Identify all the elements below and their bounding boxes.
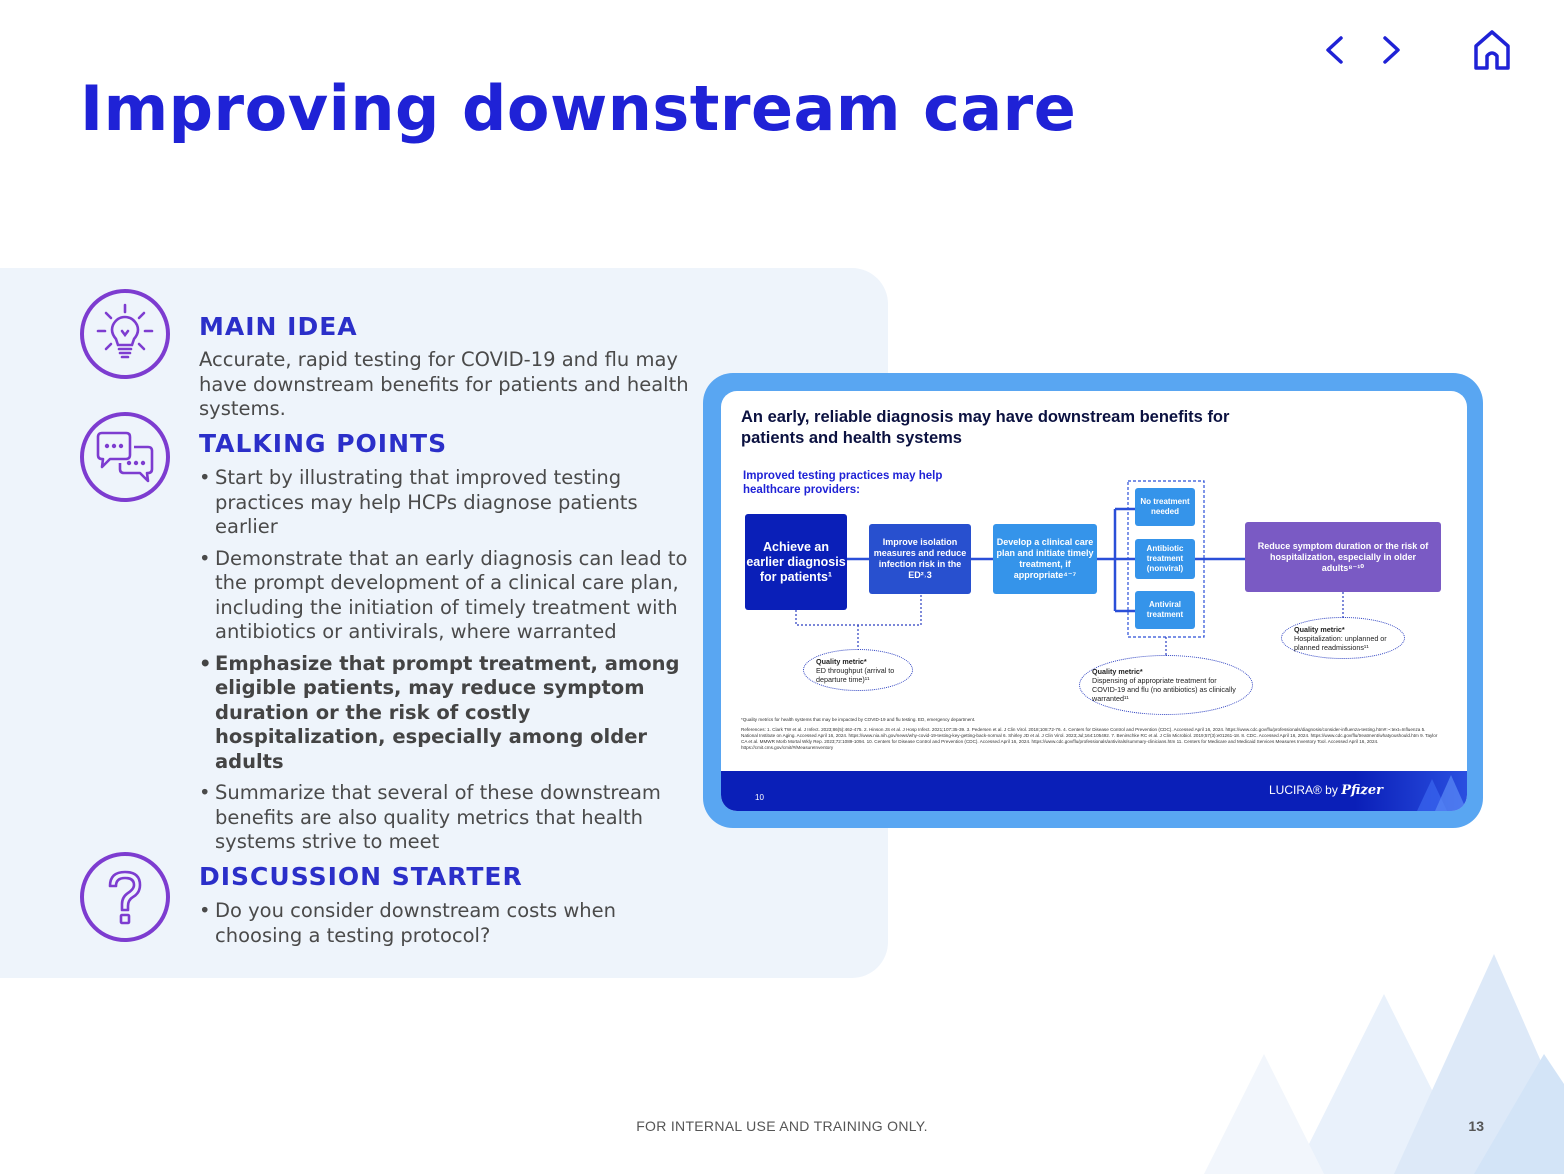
discussion-starter-list: Do you consider downstream costs when ch… xyxy=(199,899,669,955)
talking-points-icon-circle xyxy=(80,412,170,502)
talking-point: Start by illustrating that improved test… xyxy=(199,466,691,540)
flow-option-antiviral: Antiviral treatment xyxy=(1135,591,1195,629)
main-idea-heading: MAIN IDEA xyxy=(199,312,358,341)
slide-preview: An early, reliable diagnosis may have do… xyxy=(721,391,1467,811)
discussion-question: Do you consider downstream costs when ch… xyxy=(199,899,669,948)
footer-disclaimer: FOR INTERNAL USE AND TRAINING ONLY. xyxy=(636,1118,928,1134)
quality-metric-ed-throughput: Quality metric* ED throughput (arrival t… xyxy=(803,649,913,691)
talking-point: Demonstrate that an early diagnosis can … xyxy=(199,547,691,645)
chevron-left-icon xyxy=(1326,36,1343,64)
quality-metric-text: ED throughput (arrival to departure time… xyxy=(816,665,895,684)
chat-bubbles-icon xyxy=(96,431,154,483)
quality-metric-text: Dispensing of appropriate treatment for … xyxy=(1092,676,1236,703)
flow-step-reduce-hospitalization: Reduce symptom duration or the risk of h… xyxy=(1245,522,1441,592)
flow-option-no-treatment: No treatment needed xyxy=(1135,488,1195,526)
talking-points-heading: TALKING POINTS xyxy=(199,429,448,458)
quality-metric-label: Quality metric* xyxy=(1092,667,1143,676)
page-number: 13 xyxy=(1468,1118,1484,1134)
slide-navigation xyxy=(1314,26,1514,74)
question-mark-icon xyxy=(108,870,142,925)
talking-points-list: Start by illustrating that improved test… xyxy=(199,466,691,862)
slide-preview-footer: 10 LUCIRA® by Pfizer xyxy=(721,771,1467,811)
slide-preview-reference-list: References: 1. Clark TW et al. J Infect.… xyxy=(741,727,1438,750)
quality-metric-hospitalization: Quality metric* Hospitalization: unplann… xyxy=(1281,617,1405,659)
page-title: Improving downstream care xyxy=(80,72,1077,145)
discussion-starter-icon-circle xyxy=(80,852,170,942)
home-button[interactable] xyxy=(1470,26,1514,74)
flow-step-earlier-diagnosis: Achieve an earlier diagnosis for patient… xyxy=(745,514,847,610)
flow-step-isolation: Improve isolation measures and reduce in… xyxy=(869,524,971,594)
pfizer-logo: Pfizer xyxy=(1341,783,1383,798)
brand-text: LUCIRA® by xyxy=(1269,783,1338,797)
slide-preview-subtitle: Improved testing practices may help heal… xyxy=(743,470,943,496)
discussion-starter-heading: DISCUSSION STARTER xyxy=(199,862,523,891)
flow-step-care-plan: Develop a clinical care plan and initiat… xyxy=(993,524,1097,594)
quality-metric-label: Quality metric* xyxy=(1294,624,1345,634)
main-idea-text: Accurate, rapid testing for COVID-19 and… xyxy=(199,348,689,420)
home-icon xyxy=(1474,30,1510,70)
previous-slide-button[interactable] xyxy=(1314,28,1354,72)
talking-point: Summarize that several of these downstre… xyxy=(199,781,691,855)
main-idea-icon-circle xyxy=(80,289,170,379)
slide-preview-frame: An early, reliable diagnosis may have do… xyxy=(703,373,1483,828)
slide-preview-page-number: 10 xyxy=(755,793,764,802)
brand-logo: LUCIRA® by Pfizer xyxy=(1269,783,1383,798)
lightbulb-icon xyxy=(96,303,154,359)
quality-metric-text: Hospitalization: unplanned or planned re… xyxy=(1294,633,1387,652)
next-slide-button[interactable] xyxy=(1372,28,1412,72)
flow-option-antibiotic: Antibiotic treatment (nonviral) xyxy=(1135,539,1195,579)
talking-point-emphasis: Emphasize that prompt treatment, among e… xyxy=(199,652,691,775)
flow-connectors xyxy=(795,480,1344,655)
quality-metric-dispensing: Quality metric* Dispensing of appropriat… xyxy=(1079,655,1253,715)
footer-triangles xyxy=(1417,775,1467,811)
chevron-right-icon xyxy=(1383,36,1400,64)
slide-preview-title: An early, reliable diagnosis may have do… xyxy=(741,408,1230,447)
quality-metric-label: Quality metric* xyxy=(816,656,867,666)
slide-preview-references: *Quality metrics for health systems that… xyxy=(741,717,1441,751)
slide-preview-footnote: *Quality metrics for health systems that… xyxy=(741,717,976,722)
